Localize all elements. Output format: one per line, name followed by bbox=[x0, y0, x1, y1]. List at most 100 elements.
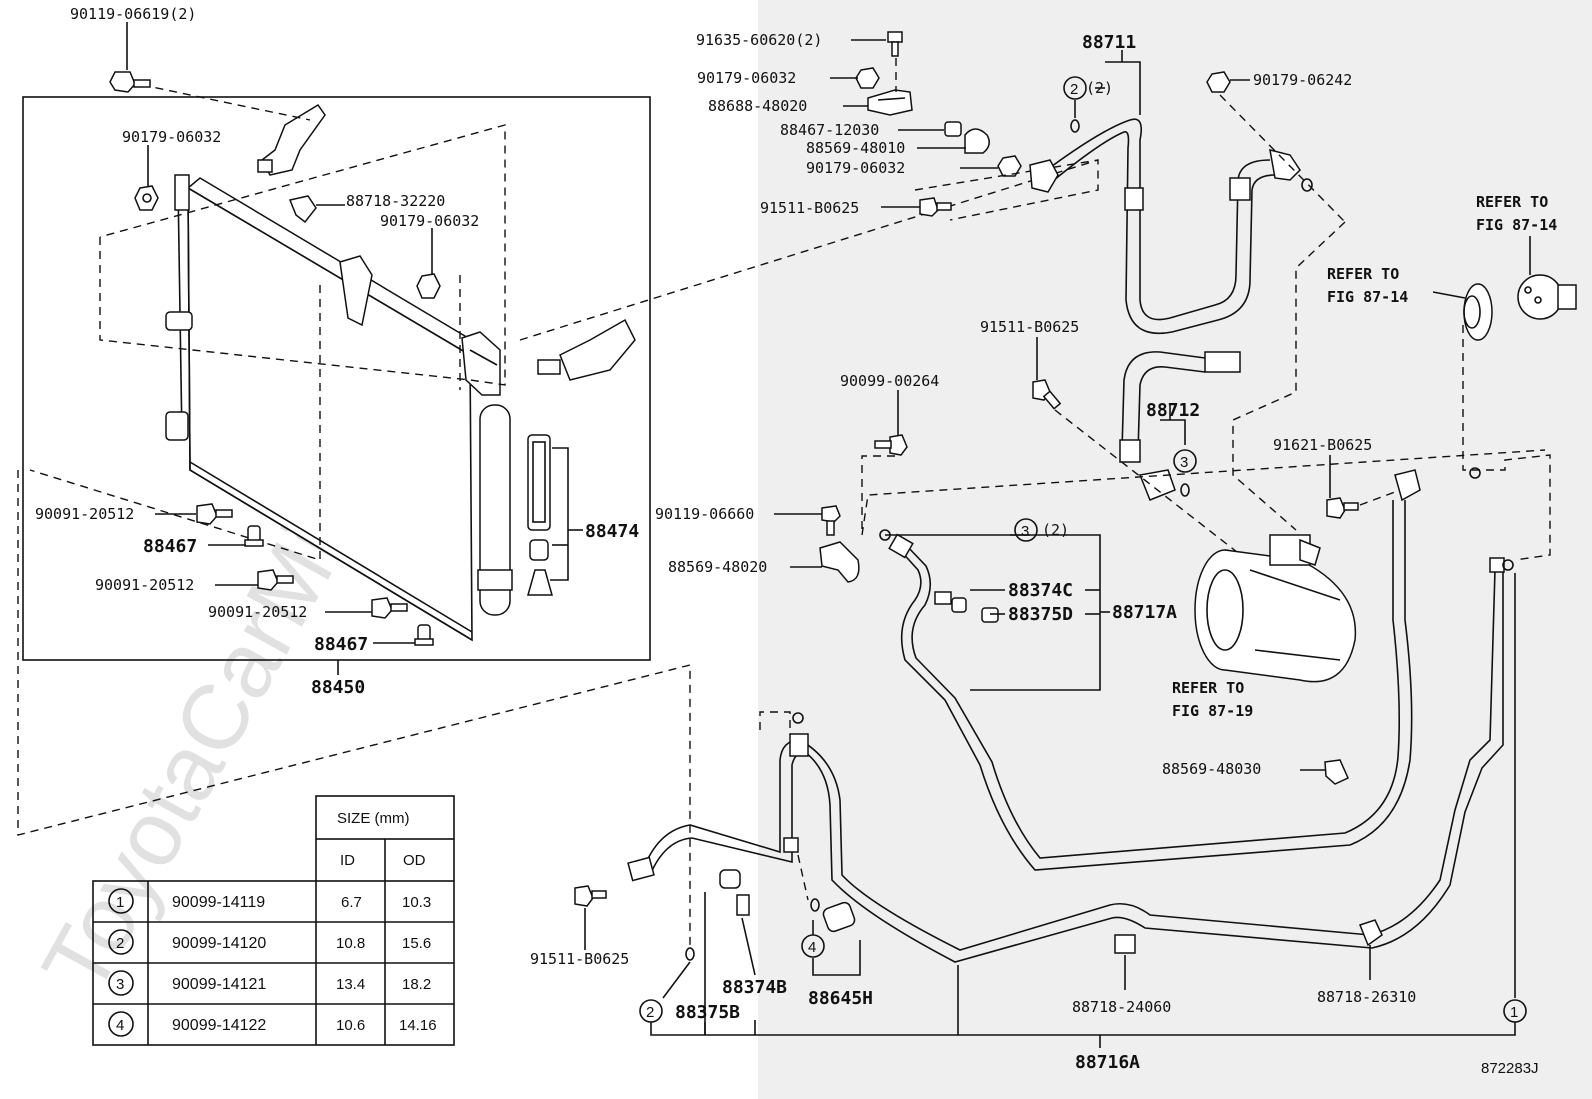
label-90179-06242: 90179-06242 bbox=[1253, 71, 1352, 89]
circle-ref-1-bottom-text: 1 bbox=[1510, 1004, 1518, 1021]
label-88467-b: 88467 bbox=[314, 634, 368, 655]
label-90091-20512-b: 90091-20512 bbox=[95, 576, 194, 594]
label-91511-b0625-b: 91511-B0625 bbox=[980, 318, 1079, 336]
bushing-88467-b-icon bbox=[414, 624, 434, 646]
figure-id: 872283J bbox=[1481, 1060, 1539, 1077]
label-88467-12030: 88467-12030 bbox=[780, 121, 879, 139]
label-88569-48030: 88569-48030 bbox=[1162, 760, 1261, 778]
tube-88716a bbox=[627, 557, 1505, 963]
label-90119-06660: 90119-06660 bbox=[655, 505, 754, 523]
tube-88717a bbox=[888, 469, 1421, 871]
table-row-3-part: 90099-14121 bbox=[172, 976, 266, 993]
bushing-88467-a-icon bbox=[244, 525, 264, 547]
dashed-outline-lower bbox=[29, 285, 321, 561]
label-88718-24060: 88718-24060 bbox=[1072, 998, 1171, 1016]
circle-ref-2-top bbox=[1063, 76, 1087, 100]
circle-ref-3-mid bbox=[1173, 449, 1197, 473]
circle-ref-3-88717-text: 3 bbox=[1021, 523, 1029, 540]
table-row-3-od: 18.2 bbox=[402, 976, 431, 993]
bolt-90099-00264-icon bbox=[874, 434, 908, 456]
dashed-outline-upper bbox=[99, 124, 506, 386]
ac-compressor bbox=[1194, 534, 1357, 683]
table-row-4-od: 14.16 bbox=[399, 1017, 437, 1034]
nut-90179-06032-icon bbox=[134, 185, 159, 211]
condenser-assembly-frame bbox=[22, 96, 651, 661]
note-refer-87-14-b-2: FIG 87-14 bbox=[1327, 288, 1408, 306]
clamp-88569-48010-icon bbox=[964, 128, 990, 154]
label-90091-20512-a: 90091-20512 bbox=[35, 505, 134, 523]
pressure-switch-88645h-icon bbox=[822, 901, 856, 933]
label-90099-00264: 90099-00264 bbox=[840, 372, 939, 390]
bolt-91511-b0625-a-icon bbox=[919, 197, 952, 217]
clamp-88569-48030-icon bbox=[1324, 759, 1349, 785]
label-88717a: 88717A bbox=[1112, 602, 1177, 623]
nut-90179-06032-d-icon bbox=[997, 155, 1022, 177]
clip-88718-32220-icon bbox=[288, 195, 317, 224]
label-88374c: 88374C bbox=[1008, 580, 1073, 601]
label-91621-b0625: 91621-B0625 bbox=[1273, 436, 1372, 454]
condenser-core bbox=[165, 174, 482, 642]
size-table-col-id: ID bbox=[340, 852, 355, 869]
label-88374b: 88374B bbox=[722, 977, 787, 998]
label-88712: 88712 bbox=[1146, 400, 1200, 421]
bolt-90119-06660-icon bbox=[821, 505, 841, 536]
size-table-header: SIZE (mm) bbox=[337, 810, 410, 827]
label-88711: 88711 bbox=[1082, 32, 1136, 53]
filter-element-set bbox=[527, 434, 553, 596]
label-88474: 88474 bbox=[585, 521, 639, 542]
label-88450: 88450 bbox=[311, 677, 365, 698]
clip-88718-24060-icon bbox=[1114, 934, 1136, 954]
bolt-91511-b0625-b-icon bbox=[1032, 379, 1062, 410]
label-88375b: 88375B bbox=[675, 1002, 740, 1023]
table-row-2-ref: 2 bbox=[116, 935, 124, 952]
label-88718-26310: 88718-26310 bbox=[1317, 988, 1416, 1006]
o-ring-2-top bbox=[1070, 119, 1080, 133]
label-88717-qty: (2) bbox=[1042, 521, 1069, 539]
pressure-switch-icon bbox=[1517, 274, 1577, 320]
bolt-90091-20512-b-icon bbox=[257, 569, 294, 591]
table-row-3-ref: 3 bbox=[116, 976, 124, 993]
note-refer-87-14-a-2: FIG 87-14 bbox=[1476, 216, 1557, 234]
nut-90179-06032-b-icon bbox=[416, 273, 441, 299]
label-91511-b0625-a: 91511-B0625 bbox=[760, 199, 859, 217]
circle-ref-2-bottom-text: 2 bbox=[646, 1004, 654, 1021]
table-row-4-ref: 4 bbox=[116, 1017, 124, 1034]
table-row-2-part: 90099-14120 bbox=[172, 935, 266, 952]
side-mount-bracket bbox=[537, 318, 636, 381]
bolt-90091-20512-c-icon bbox=[371, 597, 408, 619]
dashed-connector-long bbox=[519, 159, 1099, 341]
note-refer-87-14-b-1: REFER TO bbox=[1327, 265, 1399, 283]
label-90091-20512-c: 90091-20512 bbox=[208, 603, 307, 621]
valve-cap-88375d-icon bbox=[951, 597, 999, 623]
label-90179-06032-a: 90179-06032 bbox=[122, 128, 221, 146]
table-row-2-od: 15.6 bbox=[402, 935, 431, 952]
bracket-88688-48020 bbox=[867, 89, 913, 116]
bolt-90091-20512-a-icon bbox=[196, 503, 233, 525]
circle-ref-2-top-text: 2 bbox=[1070, 81, 1078, 98]
label-91635-60620: 91635-60620(2) bbox=[696, 31, 822, 49]
label-90179-06032-b: 90179-06032 bbox=[380, 212, 479, 230]
size-table-col-od: OD bbox=[403, 852, 426, 869]
condenser-upper-bracket bbox=[339, 255, 373, 327]
dashed-outline-bottom bbox=[17, 470, 691, 945]
table-row-3-ref-circle bbox=[108, 970, 134, 996]
receiver-drier bbox=[461, 331, 513, 616]
switch-flange-icon bbox=[1463, 283, 1493, 341]
table-row-2-id: 10.8 bbox=[336, 935, 365, 952]
table-row-1-ref-circle bbox=[108, 888, 134, 914]
hose-88711 bbox=[1029, 118, 1301, 334]
table-row-4-id: 10.6 bbox=[336, 1017, 365, 1034]
upper-mount-bracket bbox=[257, 103, 326, 176]
label-90179-06032-c: 90179-06032 bbox=[697, 69, 796, 87]
note-refer-87-19-2: FIG 87-19 bbox=[1172, 702, 1253, 720]
clamp-88569-48020-icon bbox=[819, 541, 860, 583]
label-88569-48010: 88569-48010 bbox=[806, 139, 905, 157]
label-88375d: 88375D bbox=[1008, 604, 1073, 625]
label-88688-48020: 88688-48020 bbox=[708, 97, 807, 115]
circle-ref-4-bottom-text: 4 bbox=[808, 939, 816, 956]
note-refer-87-14-a-1: REFER TO bbox=[1476, 193, 1548, 211]
table-row-2-ref-circle bbox=[108, 929, 134, 955]
bolt-91511-b0625-c-icon bbox=[574, 885, 607, 907]
table-row-4-ref-circle bbox=[108, 1011, 134, 1037]
label-88467-a: 88467 bbox=[143, 536, 197, 557]
